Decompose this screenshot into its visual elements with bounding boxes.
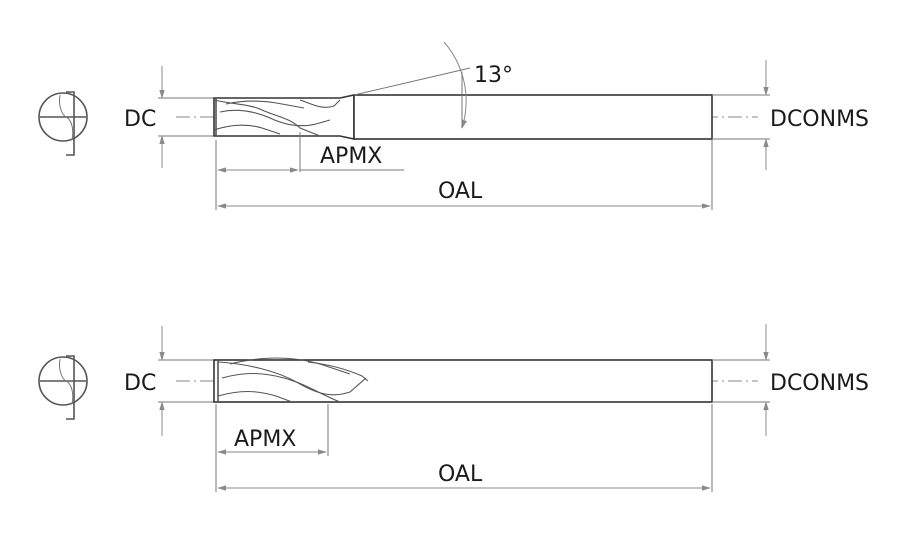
dconms-dimension: DCONMS bbox=[712, 324, 869, 436]
dconms-label: DCONMS bbox=[770, 107, 869, 132]
oal-dimension: OAL bbox=[217, 140, 713, 210]
dconms-label: DCONMS bbox=[770, 371, 869, 396]
shank bbox=[353, 94, 713, 140]
oal-label: OAL bbox=[438, 179, 483, 204]
drawing-top: DC DCONMS 13° bbox=[38, 41, 869, 210]
oal-dimension: OAL bbox=[217, 404, 713, 492]
dc-label: DC bbox=[124, 371, 156, 396]
dconms-dimension: DCONMS bbox=[712, 60, 869, 170]
apmx-dimension: APMX bbox=[215, 132, 404, 210]
apmx-dimension: APMX bbox=[215, 404, 329, 492]
drawing-bottom: DC DCONMS APMX bbox=[38, 324, 869, 492]
dc-dimension: DC bbox=[124, 66, 214, 168]
tool-body bbox=[213, 359, 713, 403]
angle-label: 13° bbox=[474, 63, 513, 88]
flutes bbox=[217, 357, 369, 403]
end-view-icon bbox=[38, 355, 88, 420]
apmx-label: APMX bbox=[234, 427, 296, 452]
cutting-head bbox=[213, 94, 355, 140]
dc-label: DC bbox=[124, 107, 156, 132]
dc-dimension: DC bbox=[124, 326, 214, 436]
apmx-label: APMX bbox=[320, 144, 382, 169]
end-view-icon bbox=[38, 91, 88, 156]
oal-label: OAL bbox=[438, 462, 483, 487]
taper-angle-dimension: 13° bbox=[353, 41, 513, 129]
